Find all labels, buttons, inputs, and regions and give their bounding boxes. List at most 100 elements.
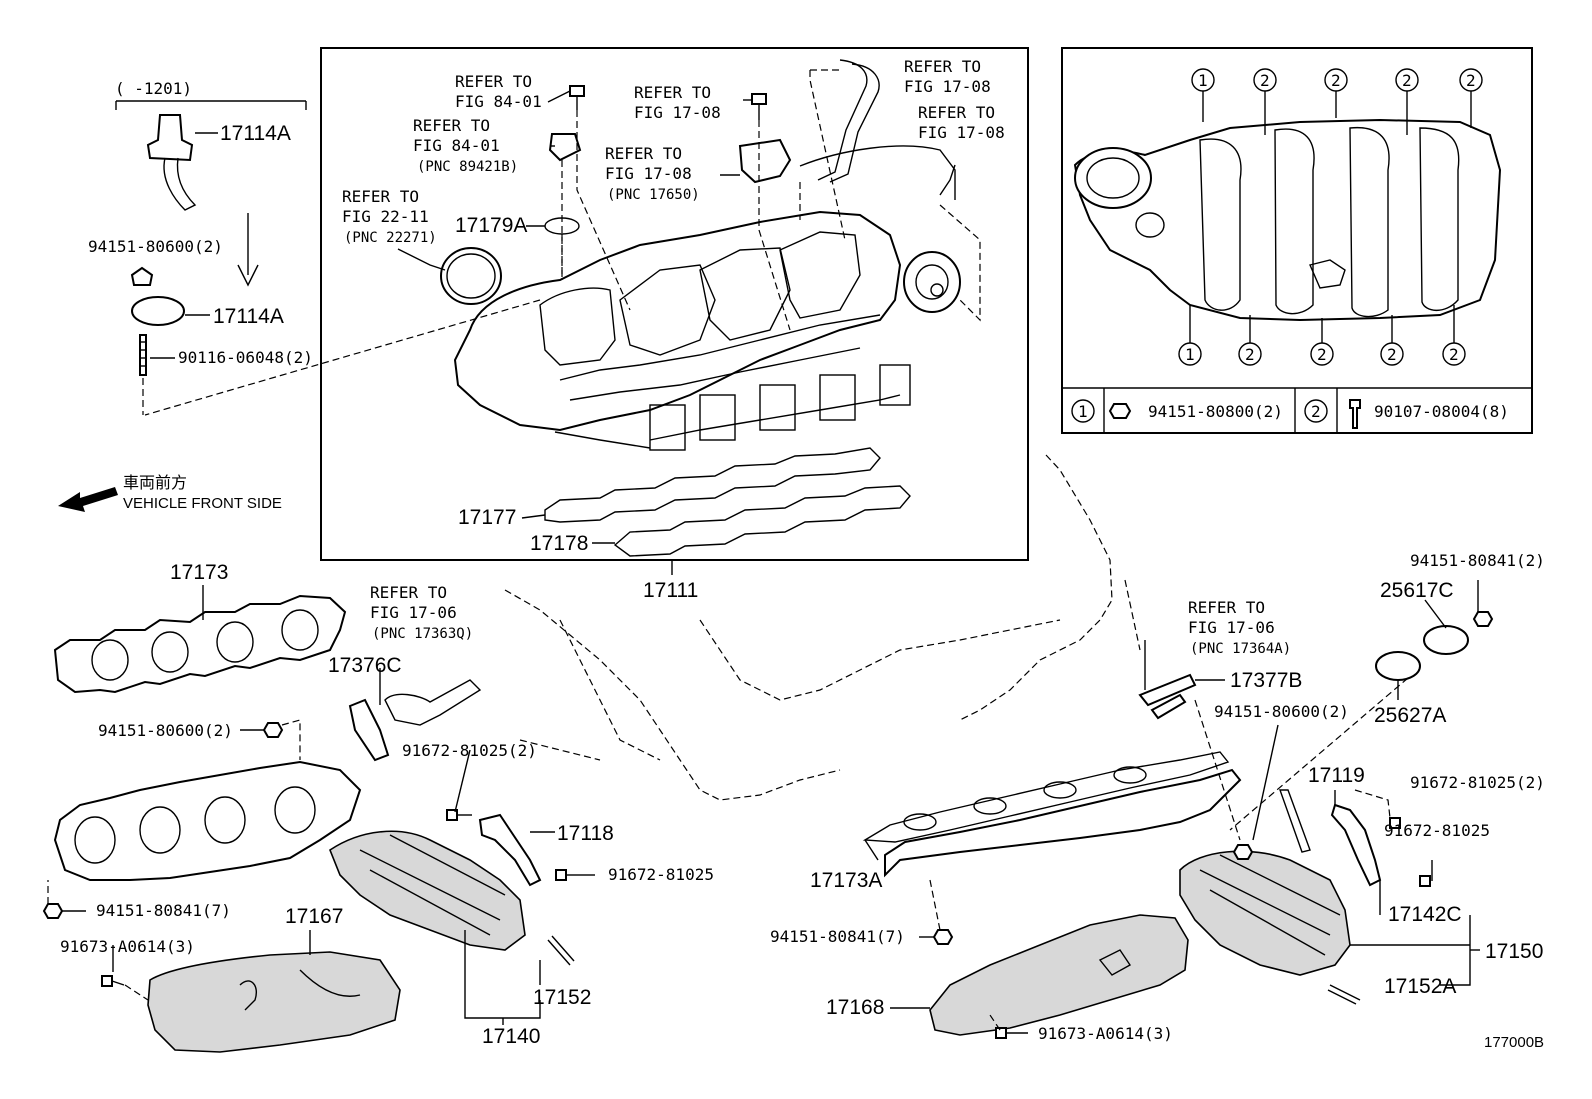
inset-frame bbox=[1061, 47, 1533, 434]
part-17114A-top: 17114A bbox=[220, 122, 291, 145]
svg-text:REFER TO: REFER TO bbox=[918, 103, 995, 122]
inset-markers-bottom bbox=[1178, 305, 1466, 366]
part-91673-A0614-left: 91673-A0614(3) bbox=[60, 937, 195, 956]
part-94151-80600-left: 94151-80600(2) bbox=[98, 721, 233, 740]
stay-17142C-drawing bbox=[1279, 789, 1382, 887]
intake-manifold-drawing bbox=[453, 210, 961, 451]
bracket-17377B-drawing bbox=[1138, 673, 1197, 720]
part-17179A: 17179A bbox=[455, 214, 527, 237]
inset-marker-bottom-3: 2 bbox=[1317, 345, 1327, 364]
svg-text:REFER TO: REFER TO bbox=[634, 83, 711, 102]
sensor-bolt-drawing bbox=[548, 59, 956, 200]
legend-2-part: 90107-08004(8) bbox=[1374, 402, 1509, 421]
exhaust-manifold-right-drawing bbox=[884, 768, 1351, 976]
svg-text:(PNC 17364A): (PNC 17364A) bbox=[1190, 641, 1291, 657]
part-17111: 17111 bbox=[643, 579, 698, 602]
part-17377B: 17377B bbox=[1230, 669, 1302, 692]
svg-text:REFER TO: REFER TO bbox=[605, 144, 682, 163]
gasket-17178-drawing bbox=[613, 485, 911, 557]
ref-fig-84-01-b: REFER TO FIG 84-01 (PNC 89421B) bbox=[413, 116, 518, 175]
svg-text:REFER TO: REFER TO bbox=[413, 116, 490, 135]
date-range-label: ( -1201) bbox=[115, 79, 192, 98]
legend-1-number: 1 bbox=[1078, 402, 1088, 421]
svg-text:FIG 17-08: FIG 17-08 bbox=[904, 77, 991, 96]
vehicle-front-label-en: VEHICLE FRONT SIDE bbox=[123, 495, 282, 512]
gasket-25617C-drawing bbox=[1375, 611, 1494, 681]
svg-text:REFER TO: REFER TO bbox=[455, 72, 532, 91]
ref-fig-17-06-right: REFER TO FIG 17-06 (PNC 17364A) bbox=[1188, 598, 1291, 657]
left-fasteners bbox=[42, 722, 580, 987]
svg-text:(PNC 89421B): (PNC 89421B) bbox=[417, 159, 518, 175]
svg-text:FIG 17-06: FIG 17-06 bbox=[370, 603, 457, 622]
part-94151-80841-2: 94151-80841(2) bbox=[1410, 551, 1545, 570]
flange-17376C-drawing bbox=[348, 679, 482, 762]
nut-icon bbox=[1108, 403, 1132, 419]
part-91672-81025-2-right: 91672-81025(2) bbox=[1410, 773, 1545, 792]
gasket-17173A-drawing bbox=[862, 751, 1230, 843]
heat-insulator-17168-drawing bbox=[929, 914, 1189, 1036]
part-25627A: 25627A bbox=[1374, 704, 1446, 727]
right-fasteners bbox=[932, 817, 1431, 1039]
inset-marker-bottom-2: 2 bbox=[1245, 345, 1255, 364]
ref-fig-17-08-d: REFER TO FIG 17-08 bbox=[918, 103, 1005, 142]
svg-text:FIG 17-08: FIG 17-08 bbox=[634, 103, 721, 122]
part-91672-81025-right: 91672-81025 bbox=[1384, 821, 1490, 840]
part-17173A: 17173A bbox=[810, 869, 882, 892]
bracket-17118-drawing bbox=[478, 813, 542, 887]
part-17167: 17167 bbox=[285, 905, 343, 928]
gasket-17173-drawing bbox=[53, 594, 347, 694]
intake-manifold-frame bbox=[320, 47, 1029, 561]
svg-text:(PNC 22271): (PNC 22271) bbox=[344, 230, 437, 246]
svg-text:FIG 17-08: FIG 17-08 bbox=[918, 123, 1005, 142]
main-leaders bbox=[397, 90, 956, 544]
inset-marker-bottom-1: 1 bbox=[1185, 345, 1195, 364]
inset-marker-top-1: 1 bbox=[1198, 71, 1208, 90]
engine-block-outline bbox=[504, 454, 1141, 801]
part-17178: 17178 bbox=[530, 532, 588, 555]
inset-manifold-drawing bbox=[1073, 118, 1502, 322]
legend-2-number: 2 bbox=[1311, 402, 1321, 421]
part-17118: 17118 bbox=[557, 822, 614, 845]
part-94151-80841-7-left: 94151-80841(7) bbox=[96, 901, 231, 920]
inset-marker-top-3: 2 bbox=[1331, 71, 1341, 90]
inset-marker-top-2: 2 bbox=[1260, 71, 1270, 90]
svg-text:FIG 84-01: FIG 84-01 bbox=[413, 136, 500, 155]
diagram-id: 177000B bbox=[1484, 1034, 1544, 1051]
part-94151-80600-right: 94151-80600(2) bbox=[1214, 702, 1349, 721]
vehicle-front-arrow-icon bbox=[58, 487, 118, 512]
part-94151-80600-top: 94151-80600(2) bbox=[88, 237, 223, 256]
part-25617C: 25617C bbox=[1380, 579, 1454, 602]
legend-marker-1 bbox=[1071, 399, 1095, 423]
ref-fig-17-06-left: REFER TO FIG 17-06 (PNC 17363Q) bbox=[370, 583, 473, 642]
svg-text:(PNC 17650): (PNC 17650) bbox=[607, 187, 700, 203]
svg-text:REFER TO: REFER TO bbox=[904, 57, 981, 76]
ref-fig-22-11: REFER TO FIG 22-11 (PNC 22271) bbox=[342, 187, 437, 246]
gasket-17177-drawing bbox=[544, 447, 881, 523]
svg-text:REFER TO: REFER TO bbox=[370, 583, 447, 602]
svg-text:FIG 22-11: FIG 22-11 bbox=[342, 207, 429, 226]
part-17177: 17177 bbox=[458, 506, 516, 529]
legend-marker-2 bbox=[1304, 399, 1328, 423]
top-left-group bbox=[115, 100, 307, 415]
svg-text:FIG 17-08: FIG 17-08 bbox=[605, 164, 692, 183]
part-17140: 17140 bbox=[482, 1025, 540, 1048]
inset-marker-bottom-4: 2 bbox=[1387, 345, 1397, 364]
svg-text:(PNC 17363Q): (PNC 17363Q) bbox=[372, 626, 473, 642]
part-91672-81025-2-left: 91672-81025(2) bbox=[402, 741, 537, 760]
part-17150: 17150 bbox=[1485, 940, 1543, 963]
inset-marker-top-5: 2 bbox=[1466, 71, 1476, 90]
exhaust-manifold-left-drawing bbox=[53, 760, 526, 951]
ref-fig-17-08-c: REFER TO FIG 17-08 bbox=[904, 57, 991, 96]
part-17114A-bottom: 17114A bbox=[213, 305, 284, 328]
inset-marker-top-4: 2 bbox=[1402, 71, 1412, 90]
svg-text:REFER TO: REFER TO bbox=[1188, 598, 1265, 617]
ref-fig-17-08-b: REFER TO FIG 17-08 (PNC 17650) bbox=[605, 144, 700, 203]
part-94151-80841-7-right: 94151-80841(7) bbox=[770, 927, 905, 946]
right-leaders bbox=[864, 580, 1480, 1034]
vehicle-front-label-jp: 車両前方 bbox=[123, 473, 187, 492]
svg-text:FIG 84-01: FIG 84-01 bbox=[455, 92, 542, 111]
part-91673-A0614-right: 91673-A0614(3) bbox=[1038, 1024, 1173, 1043]
part-90116-06048: 90116-06048(2) bbox=[178, 348, 313, 367]
part-17119: 17119 bbox=[1308, 764, 1365, 787]
part-17152: 17152 bbox=[533, 986, 591, 1009]
